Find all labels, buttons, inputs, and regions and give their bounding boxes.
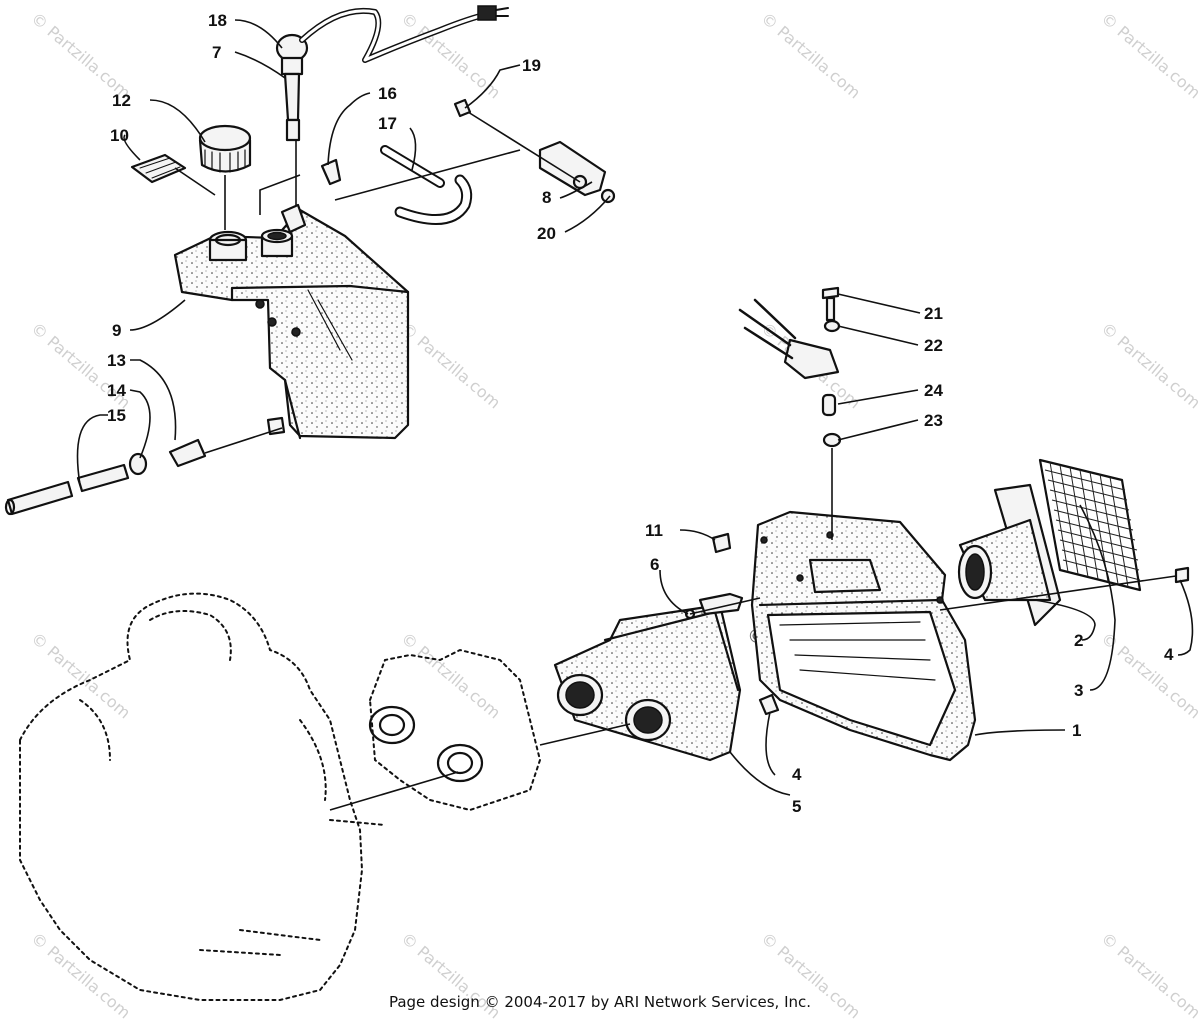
airbox-hardware	[684, 286, 842, 620]
callout-21: 21	[924, 304, 943, 323]
callout-6: 6	[650, 555, 659, 574]
watermark: © Partzilla.com	[27, 9, 134, 103]
callout-20: 20	[537, 224, 556, 243]
callout-4: 4	[1164, 645, 1174, 664]
filler-cap	[198, 124, 252, 173]
mount-bracket	[453, 98, 616, 204]
watermark: © Partzilla.com	[1097, 319, 1200, 413]
callout-15: 15	[107, 406, 126, 425]
callout-2: 2	[1074, 631, 1083, 650]
oil-tank-assembly	[4, 5, 616, 516]
carburetors	[329, 648, 542, 812]
watermark: © Partzilla.com	[1097, 9, 1200, 103]
callout-4-b: 4	[792, 765, 802, 784]
airbox	[750, 510, 977, 762]
watermark: © Partzilla.com	[27, 629, 134, 723]
callout-13: 13	[107, 351, 126, 370]
callout-11: 11	[645, 521, 663, 540]
callout-23: 23	[924, 411, 943, 430]
watermark: © Partzilla.com	[397, 629, 504, 723]
callout-19: 19	[522, 56, 541, 75]
callout-3: 3	[1074, 681, 1083, 700]
callout-16: 16	[378, 84, 397, 103]
callout-22: 22	[924, 336, 943, 355]
level-sensor	[275, 5, 509, 142]
intake-adapter	[539, 603, 780, 762]
callout-14: 14	[107, 381, 126, 400]
callout-9: 9	[112, 321, 121, 340]
engine-ghost	[19, 592, 386, 1001]
intake-silencer	[939, 458, 1190, 627]
callout-1: 1	[1072, 721, 1081, 740]
callout-5: 5	[792, 797, 801, 816]
watermark: © Partzilla.com	[757, 9, 864, 103]
callout-numbers: 1 2 3 4 4 5 6 7 8 9 10 11 12 13 14 15 16…	[107, 11, 1174, 816]
callout-leaders	[76, 19, 1194, 796]
copyright-footer: Page design © 2004-2017 by ARI Network S…	[388, 993, 812, 1011]
watermark: © Partzilla.com	[397, 319, 504, 413]
callout-12: 12	[112, 91, 131, 110]
callout-8: 8	[542, 188, 551, 207]
callout-7: 7	[212, 43, 221, 62]
callout-10: 10	[110, 126, 129, 145]
callout-18: 18	[208, 11, 227, 30]
callout-24: 24	[924, 381, 943, 400]
oil-line	[4, 438, 207, 516]
callout-17: 17	[378, 114, 397, 133]
